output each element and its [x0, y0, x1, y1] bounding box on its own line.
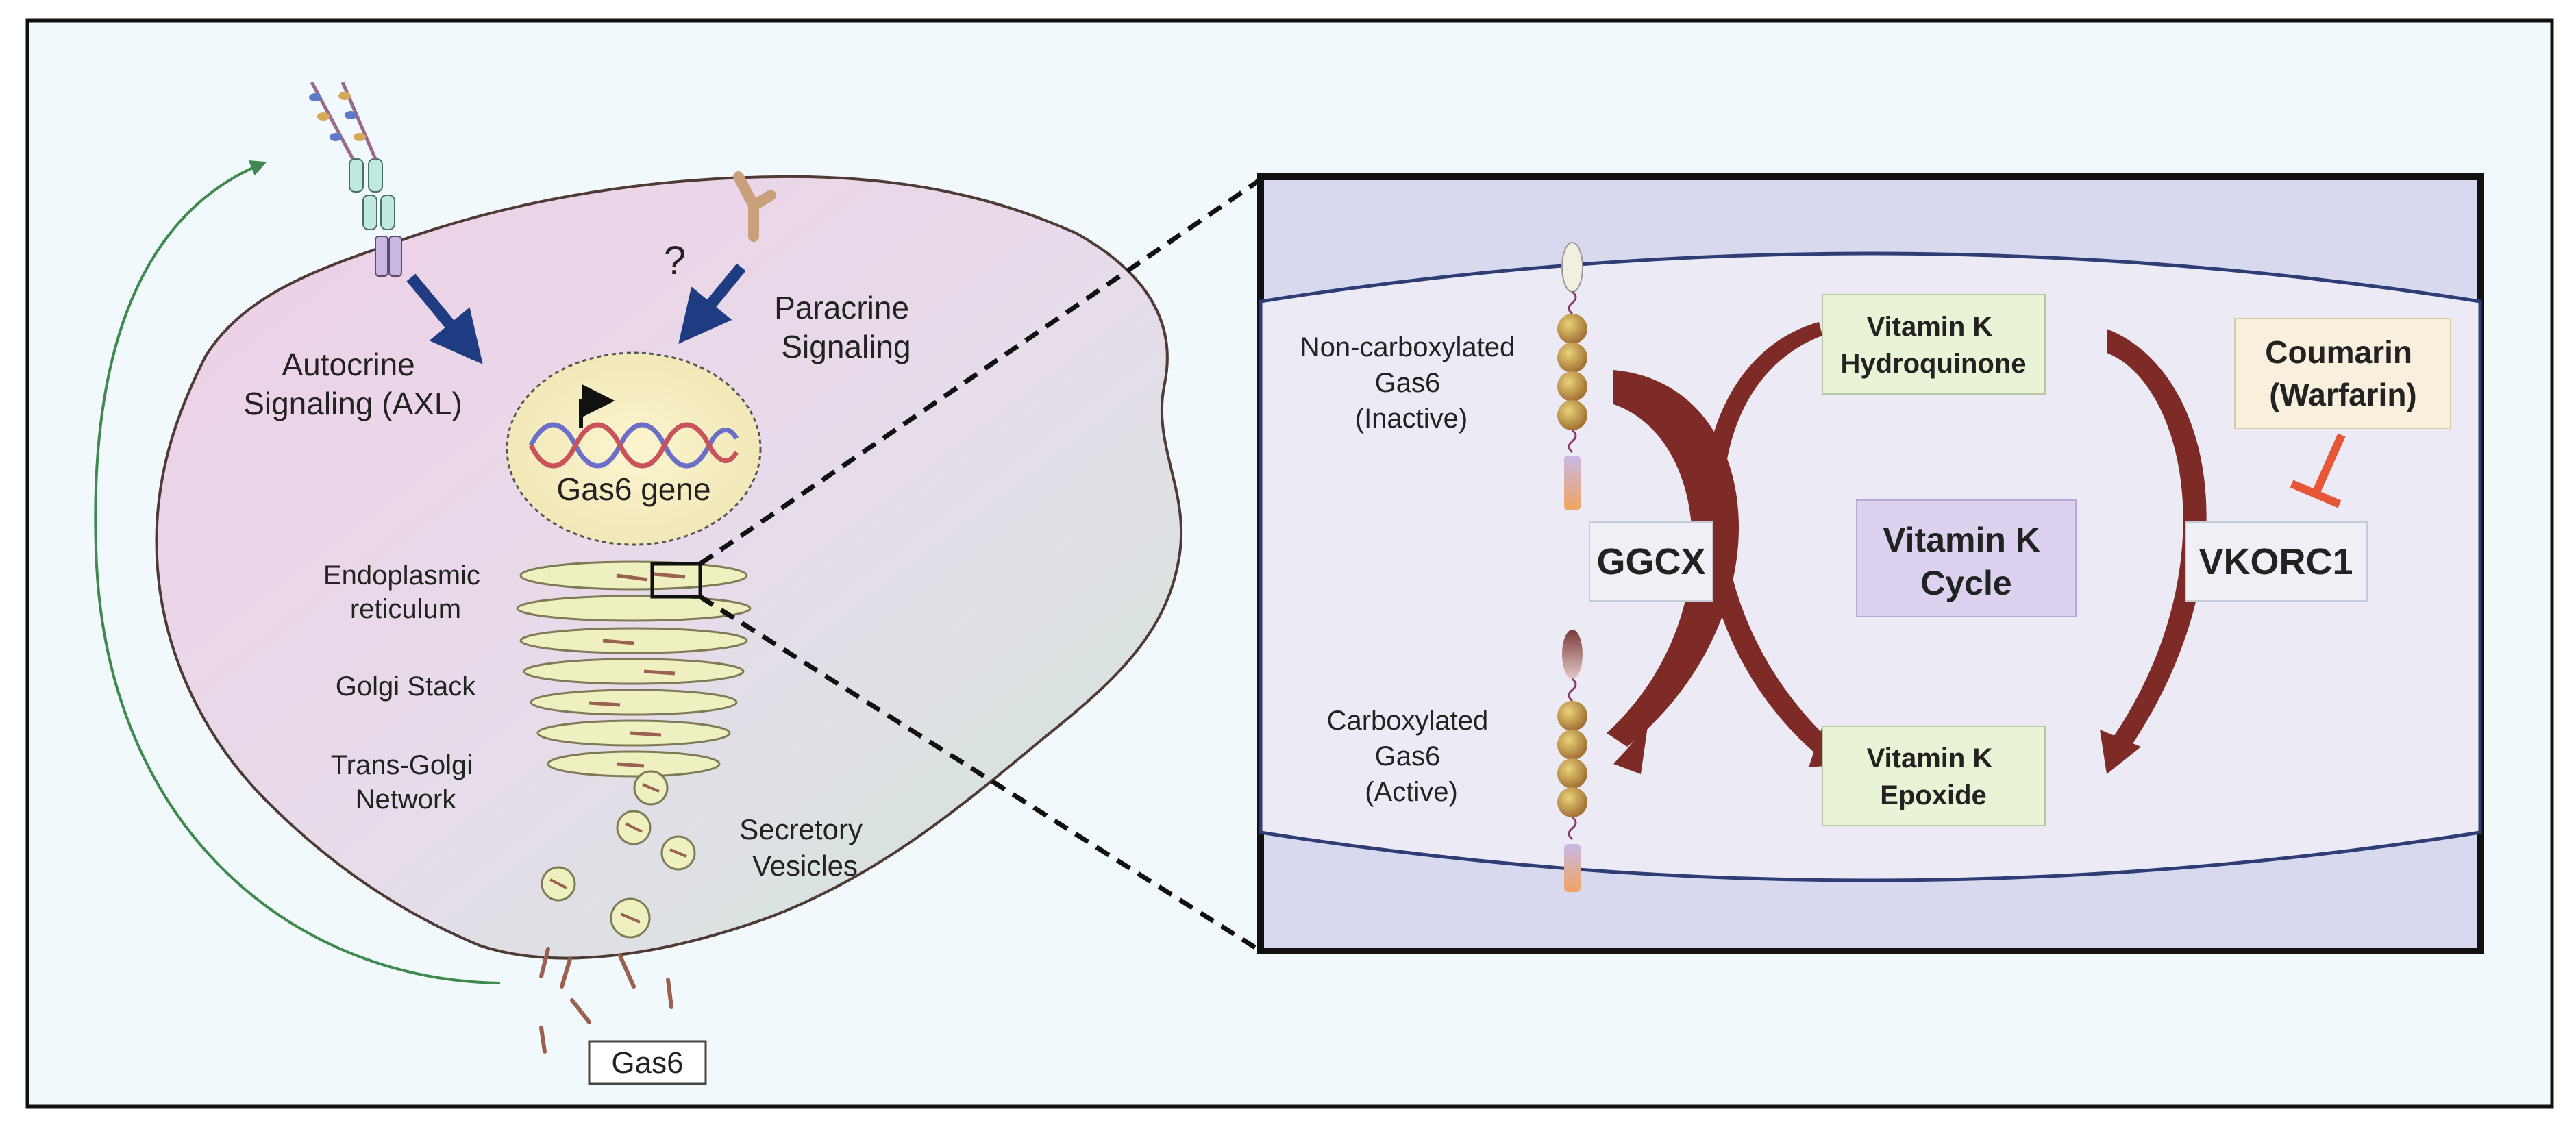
paracrine-signaling-label: Paracrine Signaling — [774, 290, 918, 364]
question-mark: ? — [664, 238, 686, 283]
paracrine-receptor-icon — [733, 171, 776, 242]
autocrine-signaling-label: Autocrine Signaling (AXL) — [243, 347, 462, 421]
coumarin-warfarin-box — [2234, 318, 2451, 429]
secreted-gas6-molecules — [539, 947, 673, 1054]
axl-receptor-icon — [309, 81, 402, 277]
vitamin-k-epoxide-label: Vitamin K Epoxide — [1867, 743, 2001, 810]
vkorc1-reduction-arrow — [2100, 329, 2207, 774]
non-carboxylated-gas6-protein-icon — [1557, 242, 1587, 510]
ggcx-label: GGCX — [1596, 541, 1705, 582]
autocrine-signal-arrow — [406, 273, 483, 364]
trans-golgi-network-label: Trans-Golgi Network — [331, 750, 481, 815]
non-carboxylated-gas6-label: Non-carboxylated Gas6 (Inactive) — [1300, 332, 1523, 434]
secretory-vesicles-label: Secretory Vesicles — [739, 813, 870, 882]
gas6-box-label: Gas6 — [611, 1046, 683, 1080]
zoom-box — [650, 562, 702, 599]
vitamin-k-cycle-box — [1856, 499, 2077, 617]
ggcx-box — [1589, 521, 1713, 602]
paracrine-signal-arrow — [678, 263, 746, 344]
autocrine-feedback-arrow — [94, 160, 501, 984]
nucleus — [506, 351, 762, 546]
vkorc1-label: VKORC1 — [2199, 541, 2353, 582]
trans-golgi-network — [547, 750, 721, 806]
carboxylated-gas6-protein-icon — [1557, 630, 1587, 892]
coumarin-warfarin-label: Coumarin (Warfarin) — [2265, 334, 2420, 412]
golgi-stack — [519, 627, 748, 747]
inhibition-symbol — [2290, 433, 2346, 508]
dna-helix-icon — [528, 422, 739, 469]
zoom-connector-bottom — [699, 595, 1262, 953]
vitamin-k-epoxide-box — [1822, 726, 2046, 826]
zoom-connector-top — [699, 177, 1262, 566]
vitamin-k-cycle-label: Vitamin K Cycle — [1883, 521, 2050, 602]
endoplasmic-reticulum — [516, 560, 752, 622]
endoplasmic-reticulum-label: Endoplasmic reticulum — [323, 560, 488, 624]
golgi-stack-label: Golgi Stack — [336, 671, 477, 702]
gene-label: Gas6 gene — [556, 471, 710, 507]
transcription-start-arrow-icon — [579, 384, 615, 428]
vitamin-k-hydroquinone-label: Vitamin K Hydroquinone — [1840, 312, 2026, 379]
carboxylated-gas6-label: Carboxylated Gas6 (Active) — [1327, 706, 1496, 807]
gas6-box — [588, 1040, 707, 1085]
vitamin-k-hydroquinone-box — [1822, 294, 2046, 395]
ggcx-carboxylation-arrow — [1607, 370, 1739, 774]
secretory-vesicles — [541, 810, 696, 939]
vkorc1-box — [2185, 521, 2368, 602]
